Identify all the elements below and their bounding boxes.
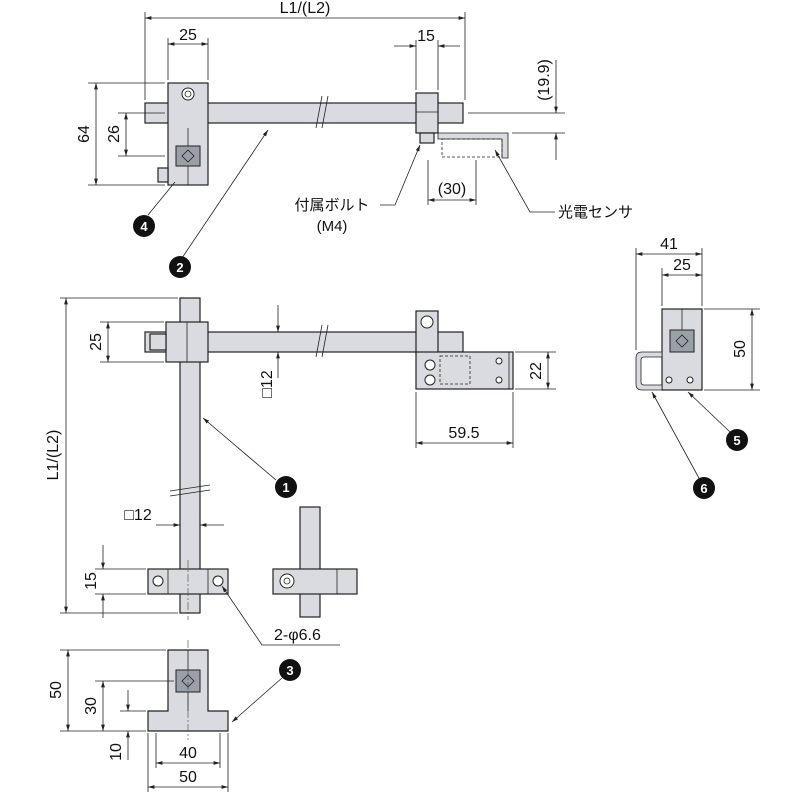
sensor-bracket (437, 132, 509, 159)
base-dim-30: 30 (83, 697, 100, 715)
top-dim-26: 26 (106, 125, 123, 143)
side-dim-41: 41 (660, 236, 678, 253)
top-dim-30: (30) (438, 181, 466, 198)
base-dim-50-height: 50 (48, 681, 65, 699)
top-view: L1/(L2) 25 15 (19.9) 64 26 (30) 付属ボルト (M… (76, 0, 633, 235)
front-dim-25: 25 (88, 333, 105, 351)
base-dim-50-width: 50 (179, 769, 197, 786)
base-dim-40: 40 (179, 745, 197, 762)
side-dim-50: 50 (732, 340, 749, 358)
side-dim-25: 25 (673, 257, 691, 274)
vertical-bar (179, 297, 201, 614)
base-dim-10: 10 (108, 743, 125, 761)
top-dim-25: 25 (179, 27, 197, 44)
svg-text:5: 5 (733, 433, 740, 448)
top-length-label: L1/(L2) (280, 0, 331, 17)
front-dim-12-vertical: □12 (259, 370, 276, 398)
badge-6 (693, 477, 715, 499)
bolt-spec: (M4) (317, 218, 348, 235)
top-dim-15: 15 (417, 28, 435, 45)
side-view: 41 25 50 (635, 236, 760, 391)
front-dim-22: 22 (528, 362, 545, 380)
badge-4 (133, 215, 155, 237)
front-length-label: L1/(L2) (45, 430, 62, 481)
svg-text:4: 4 (140, 219, 148, 234)
hole-label: 2-φ6.6 (274, 627, 321, 644)
horizontal-bar (144, 331, 464, 353)
badge-3 (279, 659, 301, 681)
base-view: 50 30 10 40 50 (48, 640, 229, 792)
svg-text:3: 3 (286, 663, 293, 678)
side-clamp-rod (299, 506, 321, 618)
front-view: L1/(L2) 25 □12 22 59.5 □12 (45, 297, 556, 646)
svg-text:1: 1 (282, 480, 289, 495)
front-dim-59-5: 59.5 (448, 425, 479, 442)
top-dim-64: 64 (76, 125, 93, 143)
badge-2 (169, 256, 191, 278)
badge-5 (726, 429, 748, 451)
badge-1 (275, 476, 297, 498)
bolt-label: 付属ボルト (294, 197, 369, 214)
sensor-outline (441, 138, 503, 158)
sensor-label: 光電センサ (558, 204, 633, 221)
top-dim-19-9: (19.9) (536, 59, 553, 101)
front-dim-12-horizontal: □12 (124, 507, 152, 524)
front-dim-15: 15 (83, 572, 100, 590)
front-sensor-bracket (415, 351, 514, 390)
top-mount-block (415, 92, 439, 134)
side-bracket (635, 351, 663, 391)
svg-text:6: 6 (700, 481, 707, 496)
svg-text:2: 2 (176, 260, 183, 275)
